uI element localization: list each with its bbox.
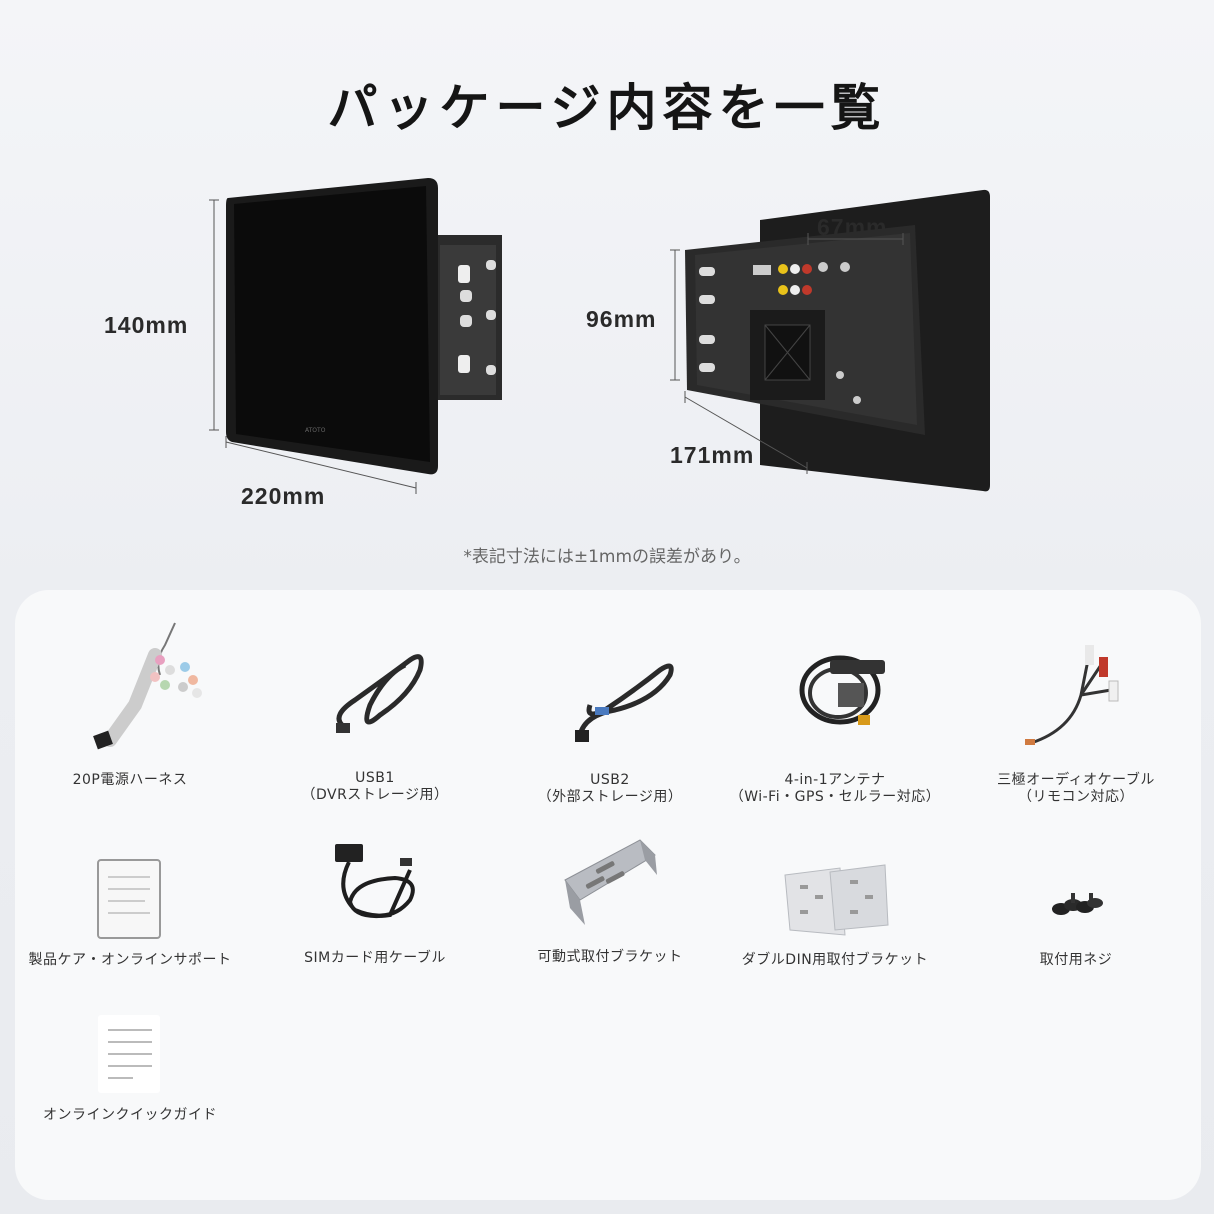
- item-product-care: 製品ケア・オンラインサポート: [15, 855, 245, 975]
- item-sublabel: （Wi-Fi・GPS・セルラー対応）: [729, 789, 941, 805]
- item-label: 可動式取付ブラケット: [537, 949, 683, 965]
- usb-cable-icon: [495, 615, 725, 755]
- item-label: 三極オーディオケーブル: [997, 772, 1155, 788]
- item-sim-cable: SIMカード用ケーブル: [260, 840, 490, 970]
- item-label: ダブルDIN用取付ブラケット: [741, 952, 929, 968]
- item-label: SIMカード用ケーブル: [304, 950, 446, 966]
- item-label: USB2: [590, 772, 630, 788]
- item-quick-guide: オンラインクイックガイド: [15, 1015, 245, 1125]
- din-bracket-icon: [720, 860, 950, 940]
- item-label: 製品ケア・オンラインサポート: [28, 952, 232, 968]
- item-double-din-bracket: ダブルDIN用取付ブラケット: [720, 860, 950, 975]
- item-sublabel: （リモコン対応）: [1018, 789, 1134, 805]
- document-icon: [15, 855, 245, 945]
- item-antenna: 4-in-1アンテナ （Wi-Fi・GPS・セルラー対応）: [720, 615, 950, 805]
- item-label: 20P電源ハーネス: [72, 772, 188, 788]
- rca-cable-icon: [961, 615, 1191, 755]
- page-title: パッケージ内容を一覧: [327, 79, 887, 137]
- item-usb2: USB2 （外部ストレージ用）: [495, 615, 725, 805]
- item-label: オンラインクイックガイド: [43, 1107, 217, 1123]
- usb-cable-icon: [260, 615, 490, 755]
- antenna-icon: [720, 615, 950, 755]
- back-view-image: [665, 185, 1000, 495]
- back-height-label: 96mm: [586, 306, 657, 332]
- item-sublabel: （DVRストレージ用）: [301, 787, 449, 803]
- item-screws: 取付用ネジ: [961, 885, 1191, 975]
- item-sublabel: （外部ストレージ用）: [537, 789, 683, 805]
- front-height-label: 140mm: [104, 312, 189, 338]
- package-contents-panel: [15, 590, 1201, 1200]
- item-movable-bracket: 可動式取付ブラケット: [495, 830, 725, 965]
- item-label: 取付用ネジ: [1039, 952, 1113, 968]
- front-width-label: 220mm: [241, 483, 326, 509]
- screws-icon: [961, 885, 1191, 925]
- sim-cable-icon: [260, 840, 490, 930]
- harness-icon: [15, 615, 245, 755]
- item-power-harness: 20P電源ハーネス: [15, 615, 245, 805]
- front-view-image: ATOTO: [200, 170, 520, 510]
- back-depth-label: 171mm: [670, 442, 755, 468]
- tolerance-note: *表記寸法には±1mmの誤差があり。: [463, 547, 751, 567]
- item-label: USB1: [355, 770, 395, 786]
- item-label: 4-in-1アンテナ: [784, 772, 886, 788]
- svg-text:ATOTO: ATOTO: [305, 427, 326, 434]
- bracket-icon: [495, 830, 725, 930]
- back-width-label: 67mm: [817, 214, 888, 240]
- item-usb1: USB1 （DVRストレージ用）: [260, 615, 490, 805]
- guide-icon: [15, 1015, 245, 1095]
- item-rca-cable: 三極オーディオケーブル （リモコン対応）: [961, 615, 1191, 805]
